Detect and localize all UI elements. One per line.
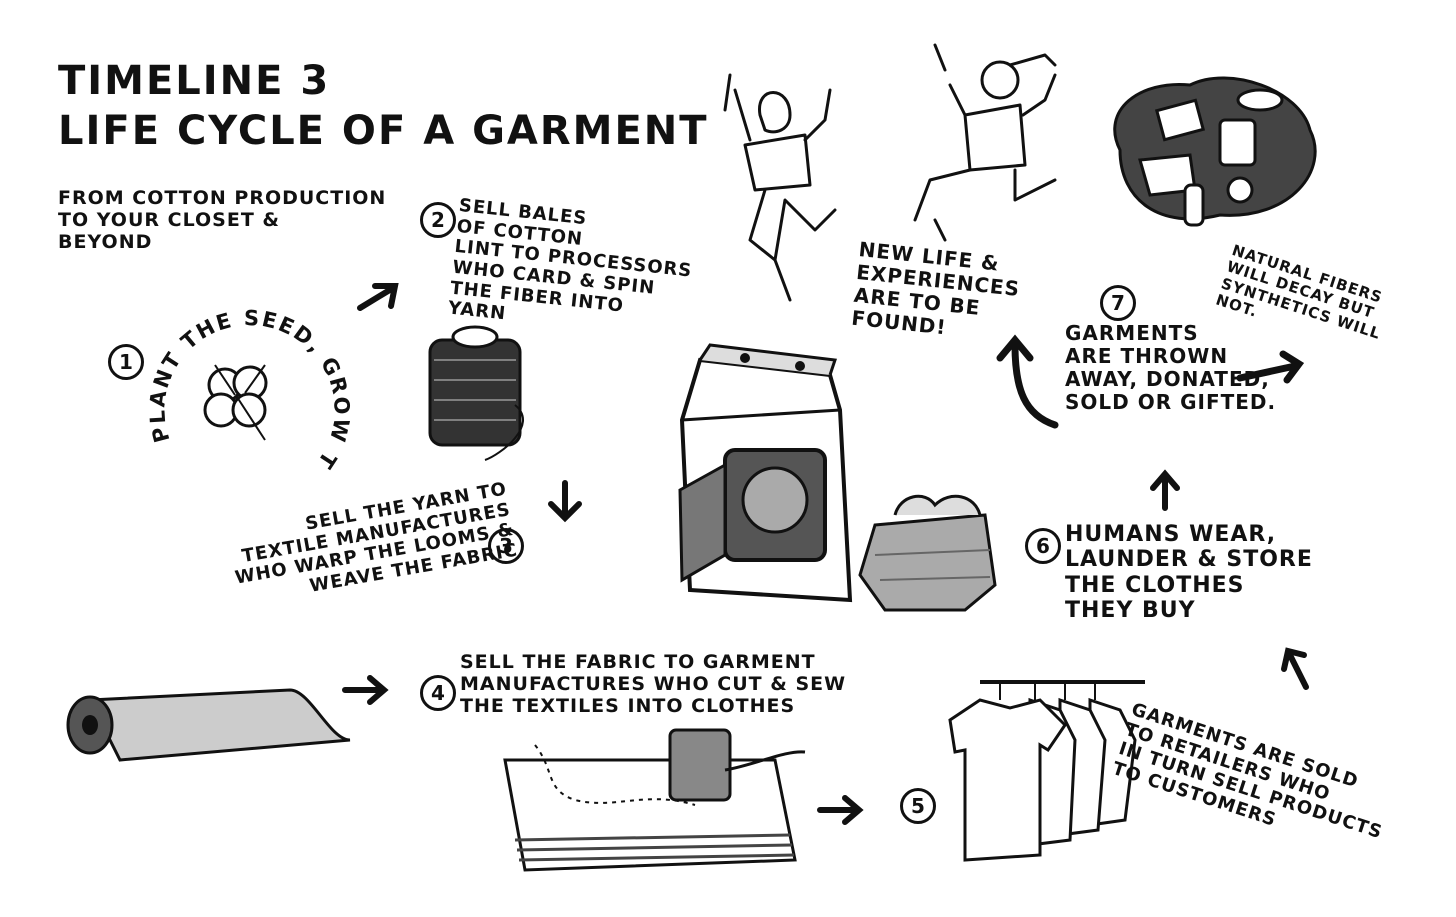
fabric-roll-icon <box>66 688 351 762</box>
step-7-number: 7 <box>1100 285 1136 321</box>
step-6-text: HUMANS WEAR, LAUNDER & STORE THE CLOTHES… <box>1065 522 1313 623</box>
yarn-spool-icon <box>428 325 524 461</box>
step-2-number: 2 <box>420 202 456 238</box>
step-4-text: SELL THE FABRIC TO GARMENT MANUFACTURES … <box>460 651 847 717</box>
step-1-text-circle: PLANT THE SEED, GROW THE PLANT, PICK THE… <box>110 251 352 474</box>
sewing-machine-icon <box>503 728 806 872</box>
arrow-to-new-life <box>996 334 1059 429</box>
step-4-number: 4 <box>420 675 456 711</box>
new-life-text: NEW LIFE & EXPERIENCES ARE TO BE FOUND! <box>850 237 1022 340</box>
diagram-subtitle: FROM COTTON PRODUCTION TO YOUR CLOSET & … <box>58 187 387 253</box>
diagram-title-line1: TIMELINE 3 <box>58 58 331 104</box>
arrow-1-to-2 <box>357 283 399 311</box>
laundry-basket-icon <box>858 494 997 612</box>
step-6-number: 6 <box>1025 528 1061 564</box>
step-5-text: GARMENTS ARE SOLD TO RETAILERS WHO IN TU… <box>1109 699 1385 844</box>
clothes-rack-icon <box>948 680 1145 862</box>
dancing-man-icon <box>913 43 1057 242</box>
step-5-number: 5 <box>900 788 936 824</box>
arrow-3-to-4 <box>342 675 389 705</box>
arrow-to-decay-note <box>1236 350 1305 384</box>
diagram-title-line2: LIFE CYCLE OF A GARMENT <box>58 108 709 154</box>
step-3-number: 3 <box>488 528 524 564</box>
cotton-boll-icon <box>203 364 268 441</box>
arrow-2-to-3 <box>548 480 582 523</box>
arrow-6-to-7 <box>1150 469 1180 511</box>
step-1-number: 1 <box>108 344 144 380</box>
washing-machine-icon <box>678 343 853 603</box>
dancing-woman-icon <box>723 73 837 302</box>
step-7-text: GARMENTS ARE THROWN AWAY, DONATED, SOLD … <box>1065 321 1277 414</box>
trash-pile-icon <box>1113 76 1317 227</box>
arrow-5-to-6 <box>1281 647 1309 690</box>
arrow-4-to-5 <box>817 795 864 825</box>
